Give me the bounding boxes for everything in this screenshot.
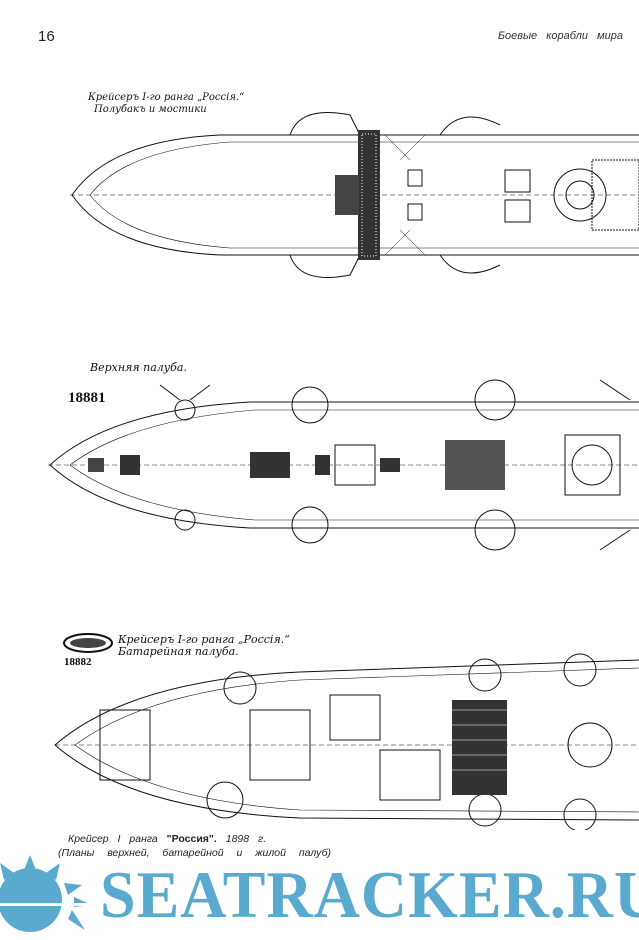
figure-caption: Крейсер I ранга "Россия". 1898 г.	[68, 833, 266, 845]
caption-prefix: Крейсер I ранга	[68, 833, 158, 845]
forecastle-plan-drawing	[70, 112, 639, 278]
plan-1-title: Крейсеръ I-го ранга „Россія.“	[88, 92, 245, 103]
caption-year: 1898 г.	[225, 833, 267, 845]
plan-3-subtitle: Батарейная палуба.	[118, 645, 239, 658]
plan-2-number: 18881	[68, 390, 106, 406]
plan-3-number: 18882	[64, 656, 92, 668]
figure-caption-line2: (Планы верхней, батарейной и жилой палуб…	[58, 847, 332, 859]
plan-1-label: Крейсеръ I-го ранга „Россія.“ Полубакъ и…	[88, 92, 244, 116]
page-number: 16	[38, 28, 55, 45]
plan-1-subtitle: Полубакъ и мостики	[94, 104, 207, 115]
watermark: SEATRACKER.RU	[100, 857, 639, 932]
stamp-drawing	[63, 633, 113, 653]
plan-2-title: Верхняя палуба.	[90, 361, 187, 374]
sun-logo-icon	[0, 855, 100, 932]
running-header: Боевые корабли мира	[497, 30, 623, 42]
battery-deck-plan-drawing	[54, 653, 639, 830]
plan-3-title: Крейсеръ I-го ранга „Россія.“	[118, 633, 290, 646]
upper-deck-plan-drawing	[48, 379, 639, 551]
plan-3-label: Крейсеръ I-го ранга „Россія.“ Батарейная…	[118, 634, 290, 658]
caption-ship-name: "Россия".	[166, 833, 217, 845]
